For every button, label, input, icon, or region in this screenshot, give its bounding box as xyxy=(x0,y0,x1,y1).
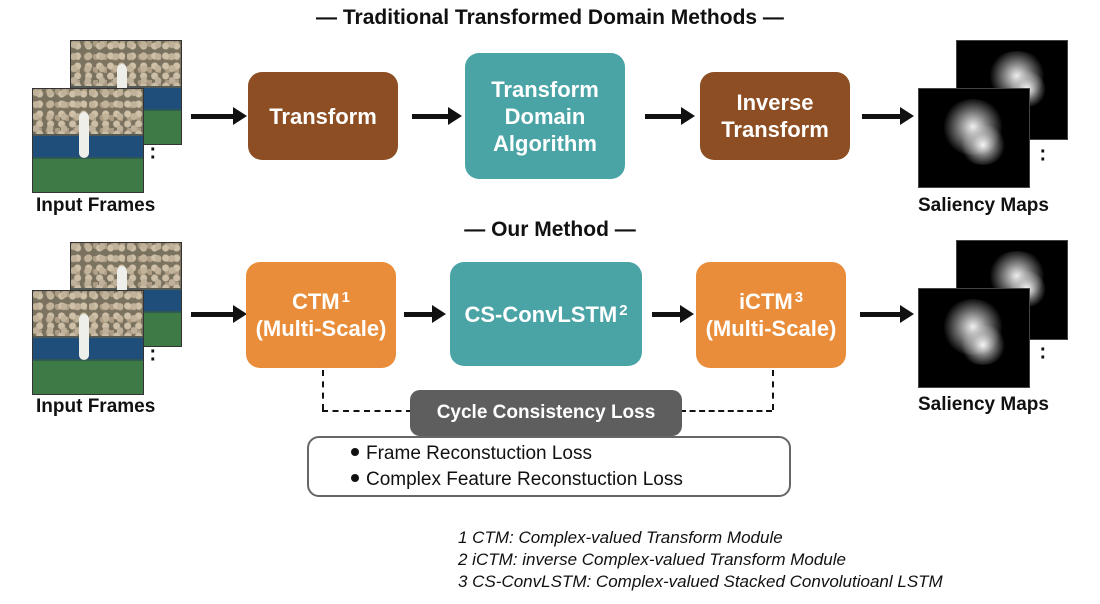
ictm-multiscale-label: (Multi-Scale) xyxy=(705,316,837,341)
cs-convlstm-label: CS-ConvLSTM xyxy=(464,301,618,327)
top-section-title: — Traditional Transformed Domain Methods… xyxy=(316,6,784,29)
ellipsis-icon: ·· xyxy=(1040,339,1047,369)
arrow-icon xyxy=(412,107,462,125)
arrow-icon xyxy=(191,305,247,323)
transform-box: Transform xyxy=(248,72,398,160)
arrow-icon xyxy=(860,305,914,323)
inverse-transform-box: Inverse Transform xyxy=(700,72,850,160)
cycle-consistency-loss-label: Cycle Consistency Loss xyxy=(436,402,656,423)
ctm-footnote-marker: 1 xyxy=(341,289,350,306)
saliency-map-front xyxy=(918,288,1030,388)
loss-item-label: Complex Feature Reconstuction Loss xyxy=(366,469,683,490)
ours-input-caption: Input Frames xyxy=(36,396,156,417)
loss-item-label: Frame Reconstuction Loss xyxy=(366,443,592,464)
saliency-map-front xyxy=(918,88,1030,188)
arrow-icon xyxy=(191,107,247,125)
arrow-icon xyxy=(652,305,694,323)
algorithm-label-line-3: Algorithm xyxy=(493,130,597,156)
arrow-icon xyxy=(862,107,914,125)
footnote-ictm: 2 iCTM: inverse Complex-valued Transform… xyxy=(458,550,846,569)
cs-convlstm-footnote-marker: 2 xyxy=(619,301,628,319)
cycle-connector-right xyxy=(772,370,774,410)
footnote-ctm: 1 CTM: Complex-valued Transform Module xyxy=(458,528,783,547)
traditional-output-caption: Saliency Maps xyxy=(918,195,1049,216)
loss-item: Complex Feature Reconstuction Loss xyxy=(351,469,683,491)
bullet-icon xyxy=(351,473,359,482)
footnote-cs-convlstm: 3 CS-ConvLSTM: Complex-valued Stacked Co… xyxy=(458,572,943,591)
ellipsis-icon: ·· xyxy=(1040,141,1047,171)
ictm-footnote-marker: 3 xyxy=(794,289,804,306)
ours-output-caption: Saliency Maps xyxy=(918,394,1049,415)
ellipsis-icon: ·· xyxy=(150,139,157,169)
ictm-label: iCTM xyxy=(738,289,793,314)
loss-terms-box: Frame Reconstuction Loss Complex Feature… xyxy=(307,436,791,497)
ctm-label: CTM xyxy=(291,289,340,314)
input-frame-front xyxy=(32,290,144,395)
transform-domain-algorithm-box: Transform Domain Algorithm xyxy=(465,53,625,179)
ellipsis-icon: ·· xyxy=(150,341,157,371)
inverse-label-line-1: Inverse xyxy=(736,90,814,115)
loss-item: Frame Reconstuction Loss xyxy=(351,443,592,465)
cycle-connector-left xyxy=(322,370,324,410)
ctm-multiscale-label: (Multi-Scale) xyxy=(255,316,387,341)
transform-label: Transform xyxy=(269,103,377,129)
inverse-label-line-2: Transform xyxy=(721,117,829,142)
traditional-input-caption: Input Frames xyxy=(36,195,156,216)
bottom-section-title: — Our Method — xyxy=(464,218,636,241)
cycle-connector-left-horizontal xyxy=(322,410,412,412)
algorithm-label-line-1: Transform xyxy=(491,76,599,102)
input-frame-front xyxy=(32,88,144,193)
cycle-consistency-loss-box: Cycle Consistency Loss xyxy=(410,390,682,436)
cycle-connector-right-horizontal xyxy=(680,410,772,412)
algorithm-label-line-2: Domain xyxy=(504,103,586,129)
arrow-icon xyxy=(404,305,446,323)
arrow-icon xyxy=(645,107,695,125)
bullet-icon xyxy=(351,447,359,456)
